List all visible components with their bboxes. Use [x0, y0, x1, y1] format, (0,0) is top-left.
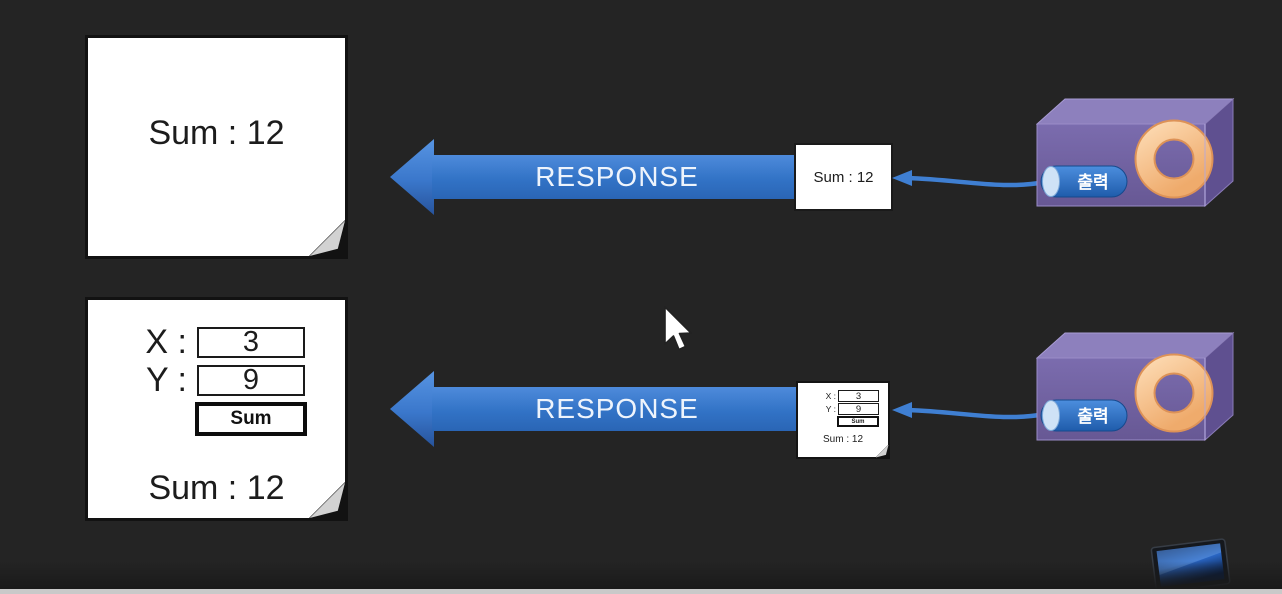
donut-inner-ring: [1153, 372, 1195, 414]
donut-icon: [1135, 354, 1213, 432]
client-form-note: X : 3 Y : 9 Sum Sum : 12: [85, 297, 348, 521]
page-fold-corner: [874, 443, 890, 459]
mini-result-text: Sum : 12: [822, 434, 864, 445]
output-label-bottom: 출력: [1077, 407, 1108, 426]
bottom-shadow: [0, 561, 1282, 589]
response-arrow-bottom: RESPONSE: [390, 371, 802, 447]
server-box-top: 출력: [1036, 97, 1235, 208]
response-arrow-bottom-label: RESPONSE: [535, 393, 699, 424]
client-result-text: Sum : 12: [148, 114, 285, 152]
server-top-face: [1036, 332, 1235, 359]
mini-sum-button[interactable]: Sum: [837, 416, 879, 427]
y-input[interactable]: 9: [197, 364, 305, 396]
response-arrow-top-label: RESPONSE: [535, 161, 699, 192]
pill-cap-icon: [1042, 400, 1060, 431]
server-top-face: [1036, 98, 1235, 125]
page-fold-corner: [306, 479, 348, 521]
arrow-head-icon: [390, 139, 434, 215]
server-form-note: X : 3 Y : 9 Sum Sum : 12: [796, 381, 890, 459]
server-box-bottom: 출력: [1036, 331, 1235, 442]
donut-outer-ring: [1134, 119, 1214, 199]
client-form-result-text: Sum : 12: [148, 469, 285, 507]
player-bottom-strip: [0, 589, 1282, 594]
arrow-head-icon: [390, 371, 434, 447]
output-pill: [1040, 165, 1128, 198]
pill-cap-icon: [1042, 166, 1060, 197]
y-label: Y :: [146, 360, 187, 399]
mouse-cursor-icon: [664, 306, 692, 351]
server-to-box-arrow-bottom: [892, 402, 1047, 420]
server-to-box-arrow-top: [892, 170, 1047, 188]
donut-icon: [1135, 120, 1213, 198]
donut-inner-ring: [1153, 138, 1195, 180]
page-fold-corner: [306, 217, 348, 259]
mini-y-label: Y :: [825, 404, 836, 414]
donut-outer-ring: [1134, 353, 1214, 433]
x-input[interactable]: 3: [197, 326, 305, 358]
mini-x-label: X :: [825, 391, 836, 401]
mini-x-input[interactable]: 3: [838, 390, 879, 402]
mini-y-input[interactable]: 9: [838, 403, 879, 415]
server-result-text: Sum : 12: [813, 168, 874, 186]
server-result-box: Sum : 12: [794, 143, 893, 211]
sum-button[interactable]: Sum: [195, 402, 307, 436]
output-pill: [1040, 399, 1128, 432]
output-label-top: 출력: [1077, 173, 1108, 192]
x-label: X :: [145, 322, 187, 361]
response-arrow-top: RESPONSE: [390, 139, 802, 215]
client-result-note: Sum : 12: [85, 35, 348, 259]
